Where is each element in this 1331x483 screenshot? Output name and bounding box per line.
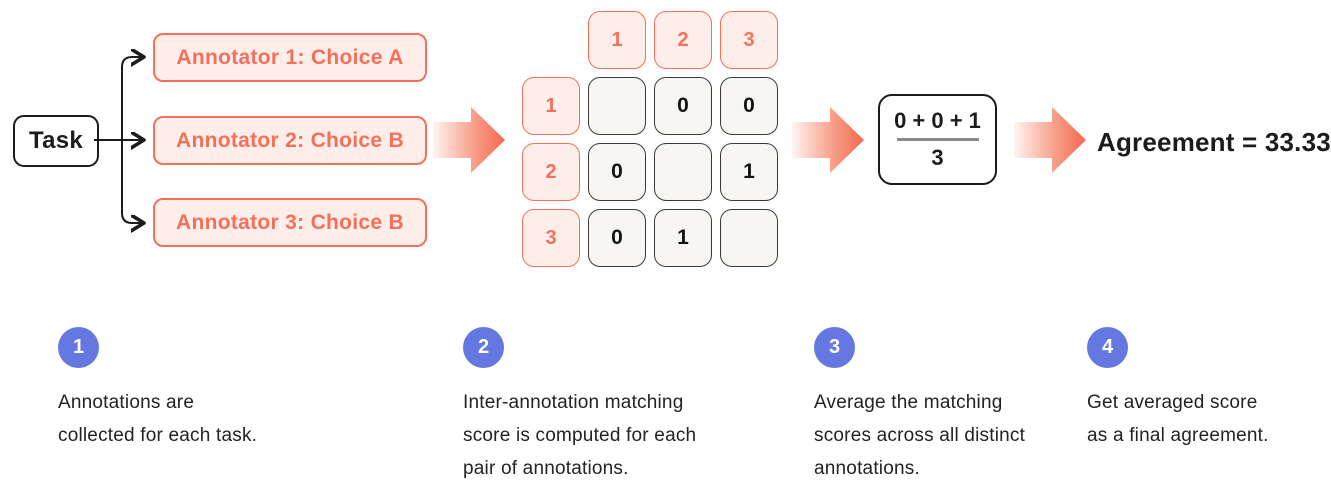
step-4: 4 Get averaged score as a final agreemen… bbox=[1087, 327, 1331, 452]
matrix-row-header-3: 3 bbox=[522, 209, 580, 267]
matching-matrix: 1 2 3 1 0 0 2 0 1 3 0 1 bbox=[522, 11, 778, 267]
annotator-2-label: Annotator 2: Choice B bbox=[176, 128, 404, 152]
step-3: 3 Average the matching scores across all… bbox=[814, 327, 1114, 483]
annotator-3-node: Annotator 3: Choice B bbox=[153, 198, 427, 247]
step-1: 1 Annotations are collected for each tas… bbox=[58, 327, 358, 452]
task-label: Task bbox=[28, 127, 84, 154]
matrix-cell-2-2 bbox=[654, 143, 712, 201]
step-4-text: Get averaged score as a final agreement. bbox=[1087, 392, 1269, 446]
matrix-cell-3-3 bbox=[720, 209, 778, 267]
agreement-result-label: Agreement = 33.33% bbox=[1097, 127, 1331, 157]
fraction-denominator: 3 bbox=[931, 144, 944, 170]
flow-arrow-icon bbox=[433, 107, 505, 173]
annotator-1-label: Annotator 1: Choice A bbox=[176, 45, 404, 69]
step-4-badge: 4 bbox=[1087, 327, 1128, 368]
branch-connector-icon bbox=[94, 47, 156, 233]
step-2-text: Inter-annotation matching score is compu… bbox=[463, 392, 697, 479]
step-2-badge: 2 bbox=[463, 327, 504, 368]
flow-arrow-icon bbox=[1014, 107, 1086, 173]
matrix-col-header-2: 2 bbox=[654, 11, 712, 69]
matrix-cell-3-2: 1 bbox=[654, 209, 712, 267]
matrix-row-header-1: 1 bbox=[522, 77, 580, 135]
matrix-cell-2-1: 0 bbox=[588, 143, 646, 201]
flow-arrow-icon bbox=[792, 107, 864, 173]
matrix-col-header-1: 1 bbox=[588, 11, 646, 69]
fraction-bar bbox=[896, 138, 979, 141]
matrix-cell-3-1: 0 bbox=[588, 209, 646, 267]
step-1-badge: 1 bbox=[58, 327, 99, 368]
matrix-row-header-2: 2 bbox=[522, 143, 580, 201]
annotator-2-node: Annotator 2: Choice B bbox=[153, 116, 427, 165]
annotator-3-label: Annotator 3: Choice B bbox=[176, 210, 404, 234]
matrix-cell-1-1 bbox=[588, 77, 646, 135]
fraction-numerator: 0 + 0 + 1 bbox=[894, 108, 981, 134]
annotator-1-node: Annotator 1: Choice A bbox=[153, 33, 427, 82]
matrix-cell-2-3: 1 bbox=[720, 143, 778, 201]
step-3-badge: 3 bbox=[814, 327, 855, 368]
matrix-corner bbox=[522, 11, 580, 69]
average-fraction-node: 0 + 0 + 1 3 bbox=[878, 94, 997, 185]
matrix-col-header-3: 3 bbox=[720, 11, 778, 69]
task-node: Task bbox=[13, 115, 99, 167]
step-3-text: Average the matching scores across all d… bbox=[814, 392, 1026, 479]
step-2: 2 Inter-annotation matching score is com… bbox=[463, 327, 763, 483]
step-1-text: Annotations are collected for each task. bbox=[58, 392, 258, 446]
matrix-cell-1-3: 0 bbox=[720, 77, 778, 135]
matrix-cell-1-2: 0 bbox=[654, 77, 712, 135]
